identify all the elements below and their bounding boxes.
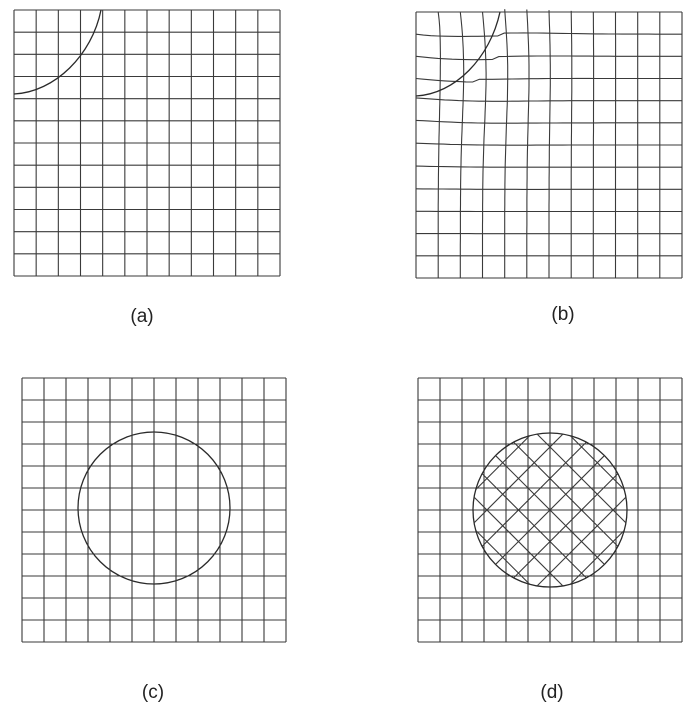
grid-line-horizontal	[415, 32, 682, 37]
grid-line-vertical	[548, 10, 551, 278]
panel-c: (c)	[21, 377, 287, 703]
panel-b: (b)	[415, 9, 683, 325]
grid-line-diagonal	[513, 473, 619, 579]
grid-line-horizontal	[415, 55, 682, 61]
panel-a: (a)	[13, 9, 281, 327]
grid-line-vertical	[504, 9, 509, 278]
grid-line-diagonal	[513, 441, 619, 547]
grid-b	[415, 9, 683, 279]
inclusion-circle-d	[472, 432, 628, 588]
grid-line-horizontal	[415, 97, 682, 102]
panel-label-d: (d)	[540, 682, 563, 703]
inclusion-arc-a	[13, 9, 102, 95]
grid-line-horizontal	[415, 188, 682, 190]
grid-line-vertical	[570, 10, 573, 278]
rotated-grid-d	[473, 433, 627, 587]
grid-line-vertical	[437, 11, 441, 278]
grid-line-diagonal	[569, 435, 625, 491]
panel-d: (d)	[417, 377, 683, 703]
panel-label-c: (c)	[142, 682, 164, 703]
grid-line-horizontal	[415, 119, 682, 124]
inner-grid-c	[78, 432, 230, 584]
panel-label-a: (a)	[130, 306, 153, 327]
grid-line-diagonal	[536, 496, 627, 587]
panel-label-b: (b)	[551, 304, 574, 325]
grid-line-diagonal	[536, 433, 627, 524]
grid-line-vertical	[526, 9, 530, 278]
inclusion-arc-b	[415, 11, 501, 97]
grid-a	[13, 9, 281, 277]
grid-line-diagonal	[495, 455, 605, 565]
grid-line-diagonal	[569, 529, 625, 585]
